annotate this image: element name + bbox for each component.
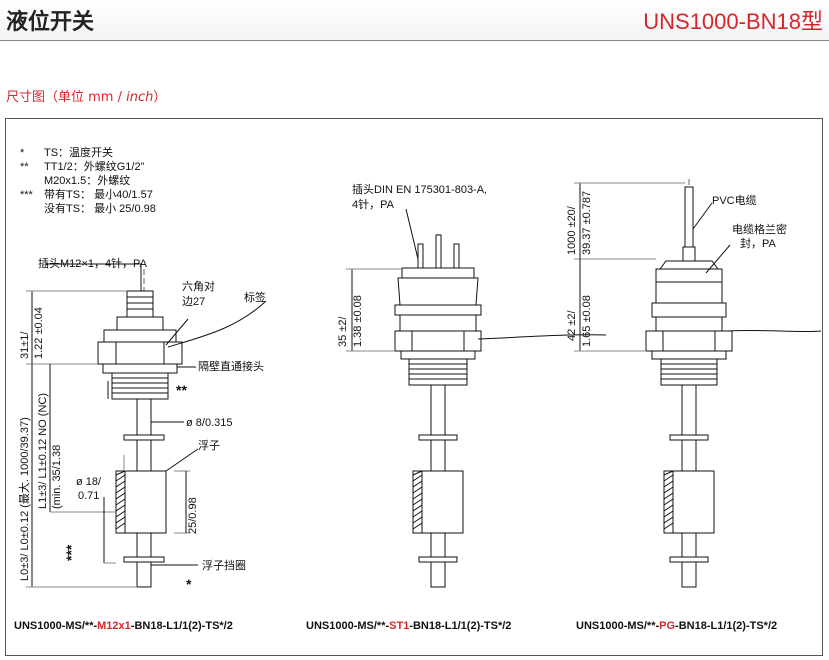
model-title: UNS1000-BN18型 <box>643 9 823 34</box>
section-label: 尺寸图（单位 mm / <box>6 90 127 105</box>
note2b: M20x1.5：外螺纹 <box>44 173 130 187</box>
fig1-l1-dim-2: (min. 35/1.38 <box>51 445 63 509</box>
figure-m12-switch <box>26 263 267 588</box>
fig1-length-stars: *** <box>63 544 79 561</box>
fig2-caption: UNS1000-MS/**-ST1-BN18-L1/1(2)-TS*/2 <box>306 620 511 632</box>
fig3-head-dim-2: 1.65 ±0.08 <box>581 295 593 347</box>
note2-star: ** <box>20 161 29 173</box>
dimension-drawing: * TS：温度开关 ** TT1/2：外螺纹G1/2” M20x1.5：外螺纹 … <box>14 145 822 632</box>
fig2-plug-label-2: 4针，PA <box>352 197 395 211</box>
fig1-float-label: 浮子 <box>198 439 220 452</box>
drawing-panel: * TS：温度开关 ** TT1/2：外螺纹G1/2” M20x1.5：外螺纹 … <box>5 118 823 656</box>
fig2-head-dim-2: 1.38 ±0.08 <box>352 295 364 347</box>
section-unit-italic: inch <box>126 90 154 105</box>
fig1-float-diameter-1: ø 18/ <box>76 476 102 488</box>
fig3-gland-label-1: 电缆格兰密 <box>732 222 787 236</box>
notes: * TS：温度开关 ** TT1/2：外螺纹G1/2” M20x1.5：外螺纹 … <box>20 145 156 215</box>
fig2-plug-label-1: 插头DIN EN 175301-803-A, <box>352 182 487 196</box>
fig3-head-dim-1: 42 ±2/ <box>566 310 578 341</box>
section-heading: 尺寸图（单位 mm / inch） <box>6 86 166 105</box>
fig2-head-dim-1: 35 ±2/ <box>337 316 349 347</box>
fig1-plug-label: 插头M12×1，4针，PA <box>38 256 148 270</box>
note3a: 带有TS： 最小40/1.57 <box>44 187 153 201</box>
figure-pg-switch <box>574 179 822 588</box>
fig1-ts-star: * <box>186 576 192 592</box>
fig1-head-dim-1: 31±1/ <box>19 331 31 359</box>
fig3-cable-dim-1: 1000 ±20/ <box>566 205 578 255</box>
fig1-stop-ring-label: 浮子挡圈 <box>202 558 246 572</box>
note3b: 没有TS： 最小 25/0.98 <box>44 201 156 215</box>
fig3-caption: UNS1000-MS/**-PG-BN18-L1/1(2)-TS*/2 <box>576 620 777 632</box>
fig1-float-diameter-2: 0.71 <box>78 490 99 502</box>
fig3-cable-dim-2: 39.37 ±0.787 <box>581 191 593 255</box>
page-title: 液位开关 <box>6 10 95 35</box>
fig1-thread-stars: ** <box>176 382 187 398</box>
figure-st1-switch <box>346 208 607 588</box>
note2a: TT1/2：外螺纹G1/2” <box>44 159 145 173</box>
section-label-end: ） <box>153 90 167 105</box>
fig1-hex-label-1: 六角对 <box>182 279 215 293</box>
page-header: 液位开关 UNS1000-BN18型 <box>0 0 829 41</box>
fig1-hex-label-2: 边27 <box>182 295 205 308</box>
fig1-l0-dim: L0±3/ L0±0.12 (最大. 1000/39.37) <box>17 417 31 581</box>
fig3-gland-label-2: 封，PA <box>740 236 777 250</box>
fig3-cable-label: PVC电缆 <box>712 194 757 207</box>
fig1-tube-diameter: ø 8/0.315 <box>186 417 232 429</box>
fig1-caption: UNS1000-MS/**-M12x1-BN18-L1/1(2)-TS*/2 <box>14 620 233 632</box>
fig1-l1-dim-1: L1±3/ L1±0.12 NO (NC) <box>37 393 49 509</box>
fig1-bulkhead-label: 隔壁直通接头 <box>198 359 264 373</box>
fig1-tag-label: 标签 <box>244 290 266 304</box>
note1-star: * <box>20 147 25 159</box>
note3-star: *** <box>20 189 34 201</box>
note1: TS：温度开关 <box>44 145 113 159</box>
fig1-float-height: 25/0.98 <box>187 497 199 534</box>
fig1-head-dim-2: 1.22 ±0.04 <box>33 307 45 359</box>
